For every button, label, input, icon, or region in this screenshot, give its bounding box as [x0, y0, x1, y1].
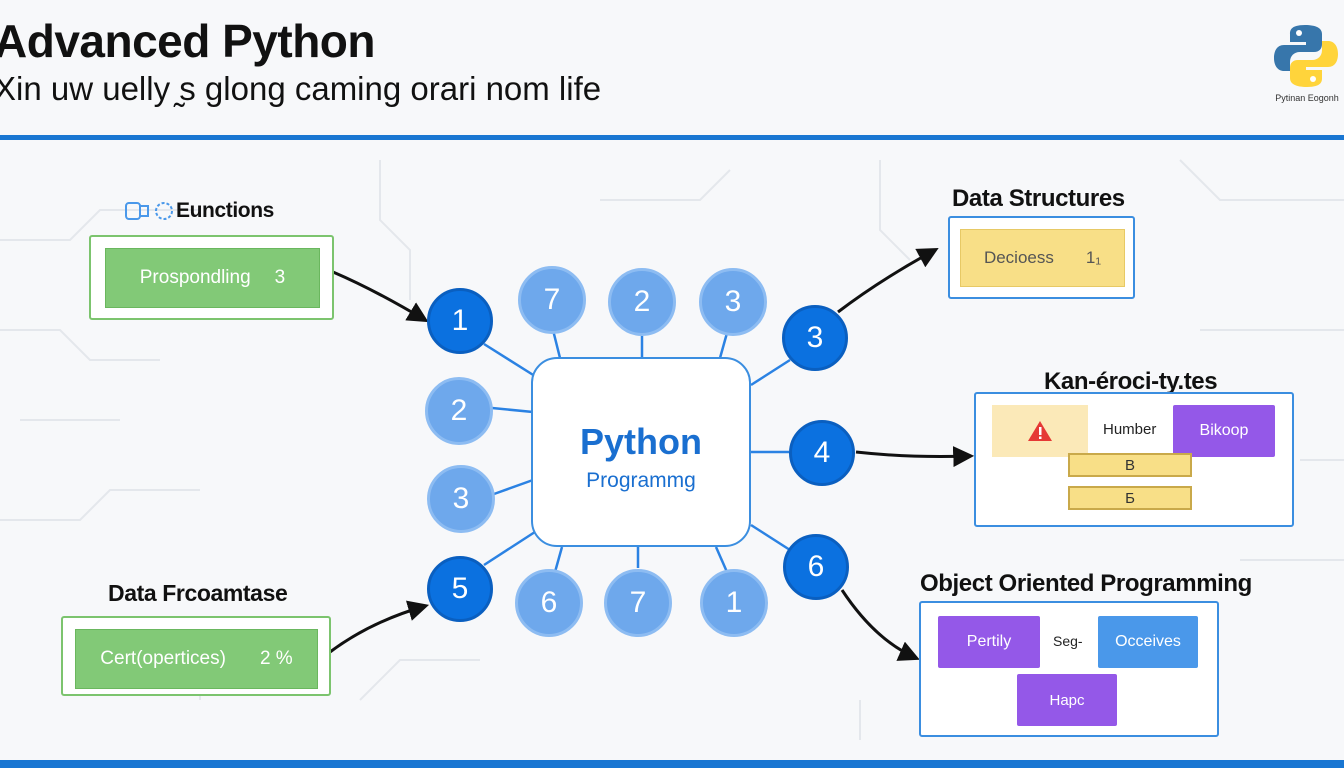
keywords-stack-1[interactable]: B [1068, 453, 1192, 477]
oop-panel: Pertily Seg- Occeives Hapc [919, 601, 1219, 737]
spoke-lines [483, 329, 791, 573]
functions-panel: Prospondling 3 [89, 235, 334, 320]
node-3-top[interactable]: 3 [699, 268, 767, 336]
keywords-stack-2[interactable]: Б [1068, 486, 1192, 510]
oop-right-button[interactable]: Occeives [1098, 616, 1198, 668]
page-subtitle: Xin uw uelly ̰s glong caming orari nom l… [0, 70, 602, 107]
node-7-top[interactable]: 7 [518, 266, 586, 334]
data-structures-heading: Data Structures [952, 185, 1125, 212]
keywords-warning-cell[interactable] [992, 405, 1088, 457]
data-structures-panel: Decioess 1₁ [948, 216, 1135, 299]
oop-left-button[interactable]: Pertily [938, 616, 1040, 668]
page-title: Advanced Python [0, 15, 376, 67]
data-structures-item[interactable]: Decioess 1₁ [960, 229, 1125, 287]
center-box: Python Programmg [531, 357, 751, 547]
keywords-middle-label: Humber [1103, 421, 1157, 438]
node-3-right[interactable]: 3 [782, 305, 848, 371]
functions-item-label: Prospondling [139, 267, 251, 288]
python-logo-icon [1274, 25, 1338, 87]
keywords-heading: Kan-éroci-ty.tes [1044, 368, 1218, 395]
logo-caption: Pytinan Eogonh [1275, 93, 1339, 103]
data-structures-item-value: 1₁ [1085, 248, 1102, 267]
data-processing-heading: Data Frcoamtase [108, 580, 288, 606]
functions-label: Eunctions [124, 198, 274, 224]
node-3-left[interactable]: 3 [427, 465, 495, 533]
node-2-top[interactable]: 2 [608, 268, 676, 336]
data-processing-item-value: 2 % [259, 648, 293, 669]
center-subtitle: Programmg [586, 469, 696, 492]
header-divider [0, 135, 1344, 140]
footer-bar [0, 760, 1344, 768]
node-1-bottom[interactable]: 1 [700, 569, 768, 637]
node-6-right[interactable]: 6 [783, 534, 849, 600]
node-5[interactable]: 5 [427, 556, 493, 622]
data-processing-item-label: Cert(opertices) [100, 648, 226, 669]
circuit-background [0, 159, 1344, 740]
oop-middle-label: Seg- [1053, 633, 1083, 649]
node-7-bottom[interactable]: 7 [604, 569, 672, 637]
data-structures-item-label: Decioess [983, 248, 1054, 267]
functions-item[interactable]: Prospondling 3 [105, 248, 320, 308]
oop-heading: Object Oriented Programming [920, 570, 1252, 597]
keywords-right-button[interactable]: Bikoop [1173, 405, 1275, 457]
data-processing-panel: Cert(opertices) 2 % [61, 616, 331, 696]
functions-heading: Eunctions [176, 199, 274, 222]
node-4[interactable]: 4 [789, 420, 855, 486]
center-title: Python [580, 421, 702, 462]
warning-icon [1028, 421, 1052, 441]
data-processing-item[interactable]: Cert(opertices) 2 % [75, 629, 318, 689]
gear-icon [125, 202, 173, 220]
oop-bottom-button[interactable]: Hapc [1017, 674, 1117, 726]
keywords-panel: Humber Bikoop B Б [974, 392, 1294, 527]
node-2[interactable]: 2 [425, 377, 493, 445]
arrows [329, 247, 975, 661]
functions-item-value: 3 [274, 267, 286, 288]
node-6-bottom[interactable]: 6 [515, 569, 583, 637]
node-1[interactable]: 1 [427, 288, 493, 354]
